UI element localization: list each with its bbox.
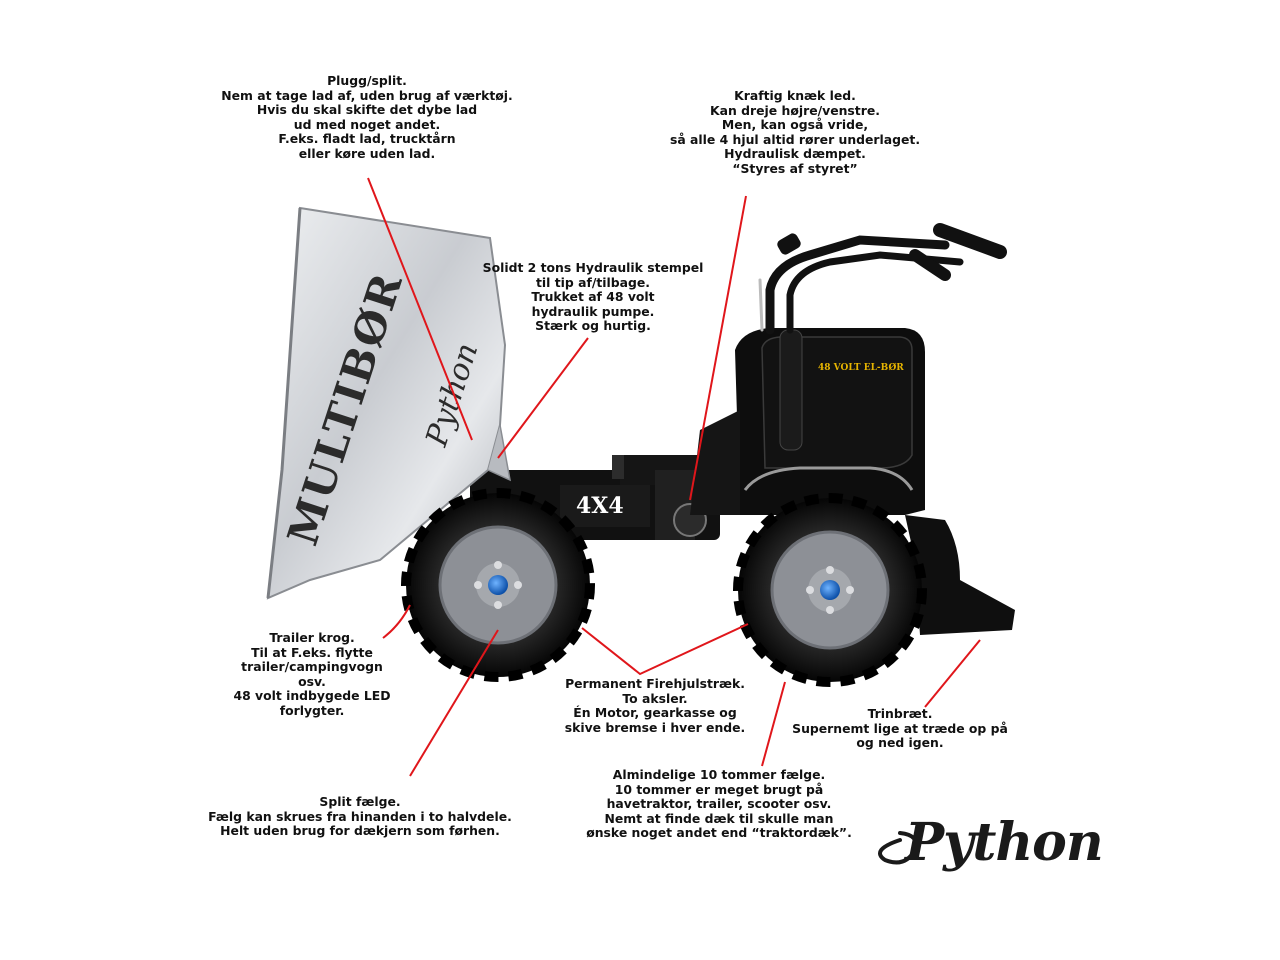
leader-lines (367, 177, 981, 777)
callout-line: Kan dreje højre/venstre. (710, 102, 880, 118)
callout-line: Supernemt lige at træde op på (792, 720, 1008, 736)
callout-split: Split fælge.Fælg kan skrues fra hinanden… (208, 794, 512, 839)
leader-line-split (409, 629, 499, 777)
front-wheel (401, 488, 595, 682)
leader-line-trailer (382, 604, 411, 639)
callout-line: Trailer krog. (269, 630, 355, 645)
callout-line: ønske noget andet end “traktordæk”. (586, 825, 852, 841)
cab-decal: 48 VOLT EL-BØR (818, 362, 904, 373)
callout-faelge: Almindelige 10 tommer fælge.10 tommer er… (586, 767, 852, 841)
callout-line: Én Motor, gearkasse og (573, 705, 737, 721)
callout-line: Split fælge. (319, 794, 401, 809)
logo-swirl-icon (878, 831, 918, 865)
callout-line: ud med noget andet. (293, 116, 441, 132)
callout-knaek: Kraftig knæk led.Kan dreje højre/venstre… (669, 88, 921, 177)
callout-firehjul: Permanent Firehjulstræk.To aksler.Én Mot… (564, 676, 746, 735)
callout-line: Kraftig knæk led. (734, 88, 856, 103)
callout-line: 10 tommer er meget brugt på (614, 781, 824, 797)
callout-line: skive bremse i hver ende. (564, 719, 746, 735)
callout-line: Nem at tage lad af, uden brug af værktøj… (221, 87, 513, 103)
callout-line: Almindelige 10 tommer fælge. (612, 767, 826, 782)
callout-plugg: Plugg/split.Nem at tage lad af, uden bru… (221, 73, 513, 162)
callout-line: 48 volt indbygede LED (233, 688, 391, 704)
step-board (905, 515, 1015, 635)
rear-wheel (733, 493, 927, 687)
chassis-badge: 4X4 (576, 493, 624, 519)
callout-line: Stærk og hurtig. (535, 318, 651, 334)
callout-line: Solidt 2 tons Hydraulik stempel (482, 260, 704, 275)
callout-line: osv. (298, 673, 326, 689)
python-logo: Python (905, 812, 1104, 873)
callout-line: og ned igen. (856, 735, 944, 751)
callout-line: Nemt at finde dæk til skulle man (604, 810, 834, 826)
callout-line: Trukket af 48 volt (531, 289, 655, 305)
callout-line: Men, kan også vride, (721, 117, 869, 133)
handlebars (758, 223, 1007, 335)
callout-line: havetraktor, trailer, scooter osv. (606, 796, 832, 812)
leader-line-trin (924, 639, 981, 708)
leader-line-knaek (689, 195, 747, 501)
leader-line-firehjul (581, 623, 749, 676)
callout-line: hydraulik pumpe. (531, 303, 655, 319)
callout-line: Permanent Firehjulstræk. (565, 676, 745, 691)
callout-line: F.eks. fladt lad, trucktårn (278, 131, 456, 147)
leader-line-faelge (761, 681, 786, 767)
callout-line: Helt uden brug for dækjern som førhen. (220, 823, 500, 839)
callout-line: Hvis du skal skifte det dybe lad (256, 102, 478, 118)
callout-line: To aksler. (622, 690, 688, 706)
callout-line: Til at F.eks. flytte (251, 644, 373, 660)
leader-line-hydraulik (497, 337, 589, 459)
callout-line: så alle 4 hjul altid rører underlaget. (669, 131, 921, 147)
cab-body: 48 VOLT EL-BØR (690, 328, 925, 515)
callout-line: Hydraulisk dæmpet. (724, 146, 866, 162)
callout-line: trailer/campingvogn (241, 659, 383, 675)
callout-line: til tip af/tilbage. (536, 274, 650, 290)
dump-bucket: MULTIBØR Python (266, 206, 511, 600)
callout-line: Fælg kan skrues fra hinanden i to halvde… (208, 808, 512, 824)
callout-line: Trinbræt. (867, 706, 933, 721)
callout-line: Plugg/split. (327, 73, 407, 88)
callout-line: forlygter. (279, 702, 345, 718)
leader-line-plugg (367, 177, 473, 441)
callout-line: eller køre uden lad. (298, 145, 436, 161)
callout-line: “Styres af styret” (732, 160, 858, 176)
